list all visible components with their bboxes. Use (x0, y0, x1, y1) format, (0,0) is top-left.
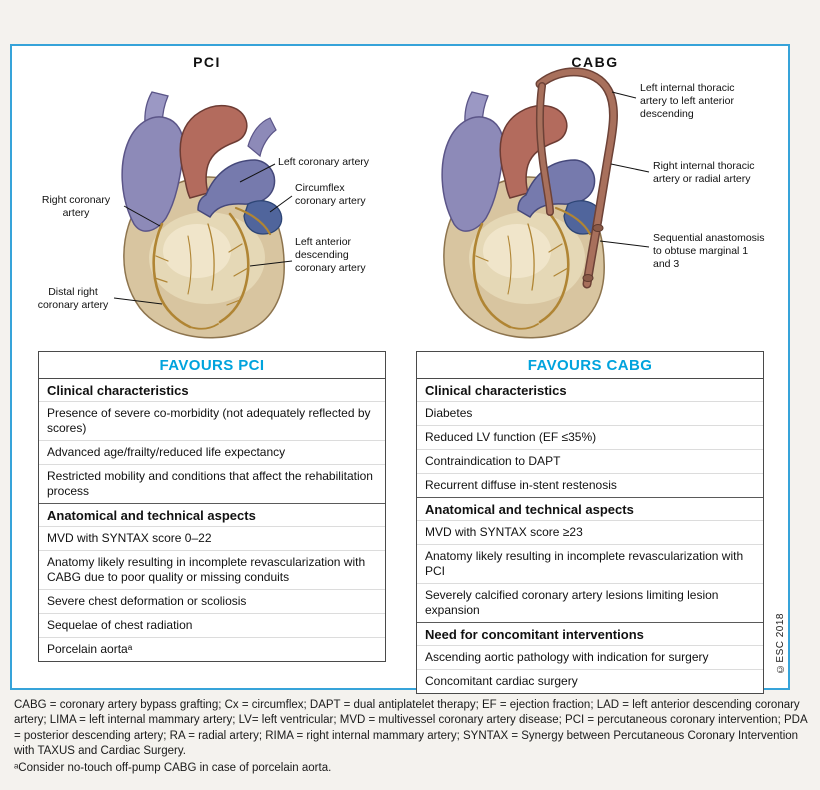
label-left-coronary-artery: Left coronary artery (278, 156, 370, 168)
cabg-heart-illustration (441, 67, 650, 339)
coronary-arteries (472, 206, 592, 330)
cabg-panel-title: CABG (571, 54, 619, 70)
cabg-clinical-section: Clinical characteristics Diabetes Reduce… (417, 379, 763, 497)
figure-border-box: PCI (10, 44, 790, 694)
pci-heart-illustration (113, 91, 293, 339)
label-circumflex-coronary-artery: Circumflex coronary artery (295, 182, 366, 207)
favours-cabg-box: FAVOURS CABG Clinical characteristics Di… (416, 351, 764, 694)
section-heading: Anatomical and technical aspects (417, 498, 763, 521)
list-item: Anatomy likely resulting in incomplete r… (39, 551, 385, 590)
pci-clinical-section: Clinical characteristics Presence of sev… (39, 379, 385, 503)
favours-cabg-title: FAVOURS CABG (417, 352, 763, 379)
abbreviations-footnote: CABG = coronary artery bypass grafting; … (14, 699, 807, 757)
section-heading: Anatomical and technical aspects (39, 504, 385, 527)
list-item: Severely calcified coronary artery lesio… (425, 588, 719, 617)
venous-vessels (441, 91, 505, 232)
pointer-lines (113, 163, 293, 305)
list-item: Reduced LV function (EF ≤35%) (417, 426, 763, 450)
pci-anatomical-section: Anatomical and technical aspects MVD wit… (39, 503, 385, 661)
aorta (499, 104, 568, 199)
cabg-anatomical-section: Anatomical and technical aspects MVD wit… (417, 497, 763, 622)
cabg-heart-panel: CABG (402, 46, 788, 351)
favours-pci-title: FAVOURS PCI (39, 352, 385, 379)
label-left-internal-thoracic: Left internal thoracic artery to left an… (640, 82, 735, 120)
list-item: Restricted mobility and conditions that … (47, 469, 373, 498)
list-item: Contraindication to DAPT (417, 450, 763, 474)
label-left-anterior-descending: Left anterior descending coronary artery (295, 236, 366, 274)
pci-panel-title: PCI (193, 54, 221, 70)
favours-pci-box: FAVOURS PCI Clinical characteristics Pre… (38, 351, 386, 662)
bypass-grafts (535, 67, 618, 289)
note-a-footnote: ᵃConsider no-touch off-pump CABG in case… (14, 762, 332, 775)
label-distal-right-coronary-artery: Distal right coronary artery (37, 286, 109, 311)
aorta (179, 104, 248, 199)
section-heading: Need for concomitant interventions (417, 623, 763, 646)
list-item: Severe chest deformation or scoliosis (39, 590, 385, 614)
esc-copyright: ©ESC 2018 (775, 612, 786, 674)
label-sequential-anastomosis: Sequential anastomosis to obtuse margina… (653, 232, 765, 270)
pointer-lines (599, 91, 650, 248)
label-right-coronary-artery: Right coronary artery (41, 194, 111, 219)
list-item: Ascending aortic pathology with indicati… (417, 646, 763, 670)
footnote-block: CABG = coronary artery bypass grafting; … (14, 698, 808, 776)
section-heading: Clinical characteristics (417, 379, 763, 402)
list-item: Anatomy likely resulting in incomplete r… (417, 545, 763, 584)
list-item: Sequelae of chest radiation (39, 614, 385, 638)
pci-heart-panel: PCI (12, 46, 402, 351)
list-item: Diabetes (417, 402, 763, 426)
label-right-internal-thoracic: Right internal thoracic artery or radial… (653, 160, 755, 185)
section-heading: Clinical characteristics (39, 379, 385, 402)
list-item: MVD with SYNTAX score ≥23 (417, 521, 763, 545)
list-item: Advanced age/frailty/reduced life expect… (39, 441, 385, 465)
cabg-concomitant-section: Need for concomitant interventions Ascen… (417, 622, 763, 693)
list-item: MVD with SYNTAX score 0–22 (39, 527, 385, 551)
list-item: Recurrent diffuse in-stent restenosis (425, 478, 617, 492)
atrial-appendage (243, 200, 283, 235)
coronary-arteries (152, 206, 272, 330)
list-item: Concomitant cardiac surgery (425, 674, 578, 688)
list-item: Presence of severe co-morbidity (not ade… (39, 402, 385, 441)
venous-vessels (121, 91, 277, 232)
list-item: Porcelain aortaᵃ (47, 642, 133, 656)
